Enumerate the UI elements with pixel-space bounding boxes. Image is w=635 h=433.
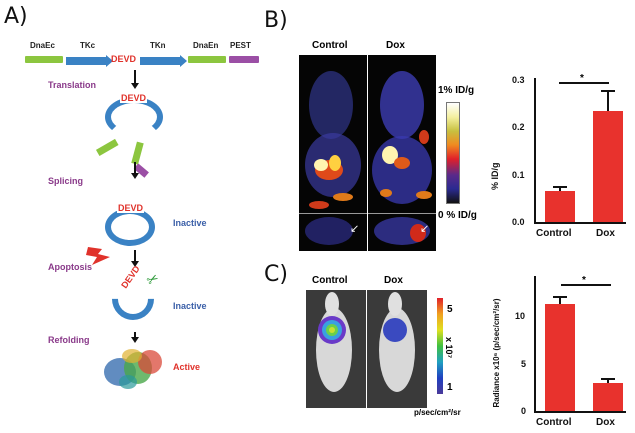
segment-pest (229, 56, 259, 63)
chart-b-bar-dox (593, 111, 623, 222)
chart-b-xtick-control: Control (536, 228, 572, 239)
arrow-down-icon (131, 162, 139, 179)
segment-tkc-arrow (66, 54, 114, 72)
arrow-down-icon (131, 332, 139, 343)
segment-tkn-arrow (140, 54, 188, 72)
segment-label-dnaec: DnaEc (30, 41, 55, 50)
arrow-pointer-icon: ↙ (420, 223, 430, 235)
chart-c-xtick-control: Control (536, 417, 572, 428)
chart-b-ytick: 0.3 (512, 75, 525, 85)
chart-c-errorbar-dox (607, 378, 609, 383)
devd-label-ring1: DEVD (120, 93, 148, 103)
bli-label-dox: Dox (384, 275, 403, 286)
step-splicing: Splicing (48, 176, 84, 186)
chart-c-errorcap-dox (601, 378, 615, 380)
chart-c-xaxis (534, 411, 626, 413)
chart-b-significance-line (559, 82, 609, 84)
bli-colorbar-scale: x 10⁷ (444, 337, 454, 359)
step-apoptosis: Apoptosis (48, 262, 92, 272)
chart-b-errorbar-dox (607, 90, 609, 111)
chart-c-ytick: 5 (521, 359, 527, 369)
bli-colorbar-unit: p/sec/cm²/sr (414, 408, 461, 417)
pet-label-dox: Dox (386, 40, 405, 51)
chart-b-ytick: 0.1 (512, 170, 525, 180)
chart-c-errorcap-control (553, 296, 567, 298)
chart-c-ytick: 10 (515, 311, 526, 321)
segment-dnaen (188, 56, 226, 63)
chart-c-xtick-dox: Dox (596, 417, 615, 428)
chart-b-ylabel: % ID/g (490, 162, 500, 190)
chart-c-errorbar-control (559, 296, 561, 304)
chart-c-significance-line (561, 284, 611, 286)
devd-site-label: DEVD (111, 54, 137, 64)
chart-b-yaxis (534, 78, 536, 224)
pet-label-control: Control (312, 40, 348, 51)
panel-b-label: B) (264, 8, 288, 33)
state-active: Active (173, 362, 201, 372)
chart-c-ytick: 0 (521, 406, 527, 416)
chart-c-bar-dox (593, 383, 623, 411)
bli-label-control: Control (312, 275, 348, 286)
segment-label-tkn: TKn (150, 41, 166, 50)
arrow-pointer-icon: ↙ (350, 223, 360, 235)
bli-image-dox (367, 290, 427, 408)
devd-label-ring2: DEVD (117, 203, 145, 213)
chart-b-xaxis (534, 222, 626, 224)
pet-colorbar (446, 102, 460, 204)
chart-c-bar-control (545, 304, 575, 411)
pet-image-control (299, 55, 367, 251)
bli-image-control (306, 290, 366, 408)
segment-label-pest: PEST (230, 41, 251, 50)
chart-c-yaxis (534, 276, 536, 413)
segment-label-dnaen: DnaEn (193, 41, 219, 50)
chart-c-ylabel: Radiance x10⁶ (p/sec/cm²/sr) (492, 298, 501, 408)
pet-colorbar-max: 1% ID/g (438, 85, 475, 96)
chart-b-errorbar-control (559, 186, 561, 191)
bli-colorbar (437, 298, 443, 394)
chart-b-ytick: 0.2 (512, 122, 525, 132)
step-refolding: Refolding (48, 335, 90, 345)
active-protein-structure-icon (100, 344, 168, 399)
panel-c-label: C) (264, 262, 288, 287)
state-inactive-2: Inactive (173, 301, 207, 311)
step-translation: Translation (48, 80, 97, 90)
arrow-down-icon (131, 250, 139, 267)
chart-c-significance-star: * (582, 275, 586, 286)
bli-colorbar-min: 1 (447, 382, 453, 393)
intein-tails-icon (90, 130, 170, 185)
chart-b-errorcap-dox (601, 90, 615, 92)
chart-b-ytick: 0.0 (512, 217, 525, 227)
chart-b-significance-star: * (580, 73, 584, 84)
bli-colorbar-max: 5 (447, 304, 453, 315)
panel-a-label: A) (4, 4, 28, 29)
lightning-bolt-icon (86, 245, 112, 272)
chart-b-xtick-dox: Dox (596, 228, 615, 239)
segment-dnaec (25, 56, 63, 63)
chart-b-errorcap-control (553, 186, 567, 188)
pet-colorbar-min: 0 % ID/g (438, 210, 477, 221)
inactive-ring-icon (105, 208, 155, 246)
arrow-down-icon (131, 70, 139, 89)
pet-image-dox (368, 55, 436, 251)
chart-b-bar-control (545, 191, 575, 222)
segment-label-tkc: TKc (80, 41, 96, 50)
state-inactive-1: Inactive (173, 218, 207, 228)
